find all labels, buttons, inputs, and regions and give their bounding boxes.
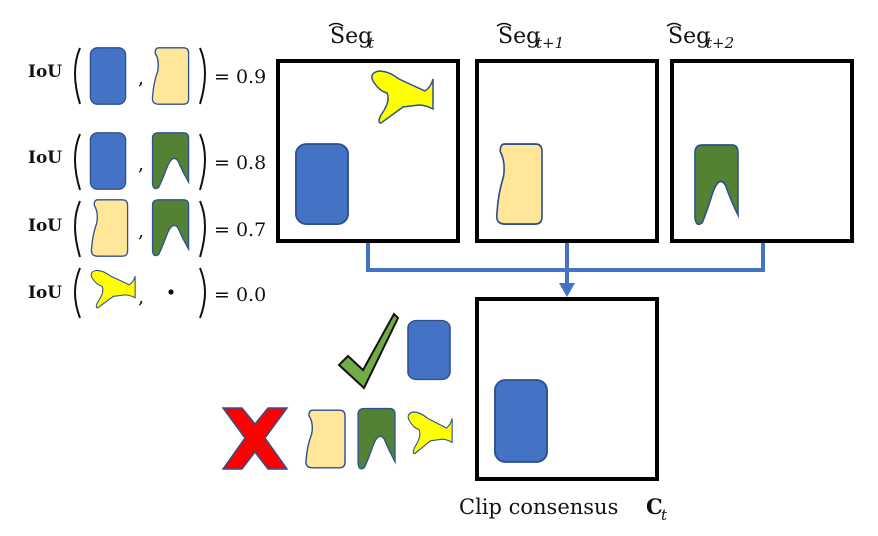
rejected-group <box>221 407 453 470</box>
blue-rect-shape <box>295 143 349 225</box>
iou-value: = 0.0 <box>214 284 266 306</box>
accepted-group <box>337 312 451 390</box>
hat-accent <box>496 22 512 27</box>
frame-subscript: t <box>368 34 375 52</box>
frame-subscript: t+1 <box>536 34 564 52</box>
green-notched-shape <box>151 132 190 190</box>
right-paren <box>199 200 206 258</box>
comma: , <box>138 286 144 308</box>
iou-value: = 0.8 <box>214 152 266 174</box>
frame-header: Seg t <box>328 22 375 52</box>
arrow-head-icon <box>559 283 575 297</box>
left-paren <box>74 200 81 258</box>
blue-rect-shape <box>89 132 127 190</box>
iou-row: IoU , = 0.9 <box>28 47 266 105</box>
hat-accent <box>666 22 682 27</box>
iou-label: IoU <box>28 148 62 168</box>
frame-seg-t1 <box>475 59 659 243</box>
left-paren <box>74 47 81 105</box>
iou-value: = 0.7 <box>214 219 266 241</box>
cream-wavy-shape <box>495 143 543 225</box>
comma: , <box>138 153 144 175</box>
iou-label: IoU <box>28 62 62 82</box>
yellow-plane-shape <box>90 269 136 309</box>
cream-wavy-shape <box>305 409 346 469</box>
green-notched-shape <box>357 407 396 470</box>
iou-label: IoU <box>28 283 62 303</box>
comma: , <box>138 220 144 242</box>
frame-header: Seg t+2 <box>666 22 734 52</box>
caption-text: Clip consensus <box>459 495 618 519</box>
consensus-caption: Clip consensus C t <box>459 494 668 524</box>
caption-symbol: C <box>646 494 663 519</box>
iou-label: IoU <box>28 216 62 236</box>
yellow-plane-shape <box>407 411 453 455</box>
iou-row: IoU , = 0.0 <box>28 267 266 319</box>
left-paren <box>74 133 81 191</box>
caption-subscript: t <box>661 506 668 524</box>
comma: , <box>138 67 144 89</box>
frame-title: Seg <box>498 24 540 49</box>
frame-consensus <box>475 297 659 481</box>
frame-title: Seg <box>330 24 372 49</box>
iou-value: = 0.9 <box>214 66 266 88</box>
frame-seg-t <box>276 59 460 243</box>
blue-rect-shape <box>89 47 127 105</box>
frame-subscript: t+2 <box>706 34 734 52</box>
cream-wavy-shape <box>151 47 190 105</box>
left-paren <box>74 267 81 319</box>
frame-header: Seg t+1 <box>496 22 564 52</box>
blue-rect-shape <box>494 379 548 463</box>
hat-accent <box>328 22 344 27</box>
frame-title: Seg <box>668 24 710 49</box>
green-notched-shape <box>151 199 190 257</box>
right-paren <box>199 267 206 319</box>
iou-row: IoU , = 0.8 <box>28 132 266 191</box>
frame-seg-t2 <box>670 59 854 243</box>
cross-icon <box>221 407 289 470</box>
check-icon <box>337 312 400 390</box>
right-paren <box>199 47 206 105</box>
dot-shape <box>168 289 174 295</box>
cream-wavy-shape <box>90 199 129 257</box>
blue-rect-shape <box>407 319 451 381</box>
iou-row: IoU , = 0.7 <box>28 199 266 258</box>
merge-connector <box>366 243 765 297</box>
right-paren <box>199 133 206 191</box>
